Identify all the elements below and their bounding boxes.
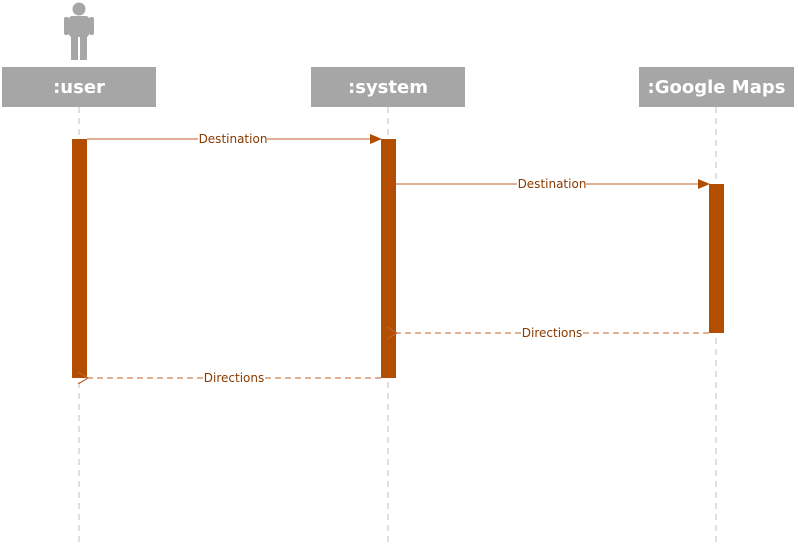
participant-google-maps-label: :Google Maps xyxy=(647,76,786,98)
activation-google-maps xyxy=(709,184,724,333)
message-directions-2: Directions xyxy=(88,371,381,385)
message-destination-1: Destination xyxy=(87,132,382,146)
message-destination-2: Destination xyxy=(396,177,710,191)
message-label: Directions xyxy=(204,371,264,385)
activation-system xyxy=(381,139,396,378)
participant-user: :user xyxy=(2,67,156,107)
message-label: Directions xyxy=(522,326,582,340)
activation-user xyxy=(72,139,87,378)
participant-user-label: :user xyxy=(53,76,105,98)
participant-system: :system xyxy=(311,67,465,107)
message-directions-1: Directions xyxy=(397,326,709,340)
person-icon xyxy=(64,2,94,60)
participant-google-maps: :Google Maps xyxy=(639,67,794,107)
message-label: Destination xyxy=(518,177,587,191)
participant-system-label: :system xyxy=(348,76,428,98)
message-label: Destination xyxy=(199,132,268,146)
